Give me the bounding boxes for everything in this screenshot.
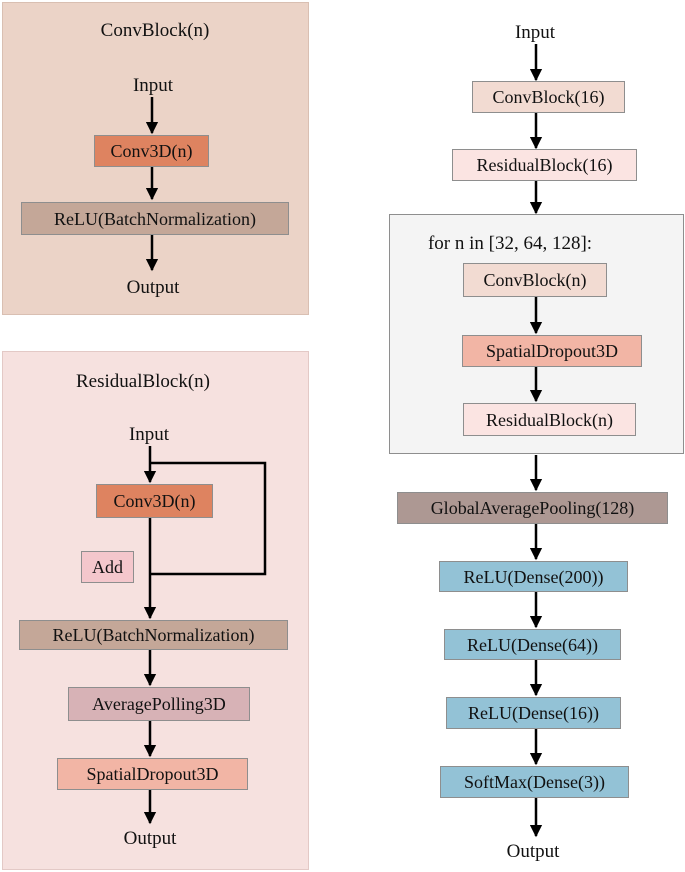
- residual-output-label: Output: [123, 828, 177, 849]
- main-input-label: Input: [514, 22, 556, 43]
- main-output-label: Output: [506, 841, 560, 862]
- loop-residual-node: ResidualBlock(n): [463, 403, 636, 436]
- convblock-relu-bn-node: ReLU(BatchNormalization): [21, 202, 289, 235]
- residual-conv3d-node: Conv3D(n): [96, 484, 213, 518]
- skip-connection-line: [150, 461, 267, 576]
- dense200-node: ReLU(Dense(200)): [439, 561, 628, 592]
- residualblock-panel-title: ResidualBlock(n): [75, 371, 211, 392]
- main-residual16-node: ResidualBlock(16): [452, 149, 637, 181]
- loop-label: for n in [32, 64, 128]:: [427, 233, 593, 254]
- residual-add-node: Add: [81, 551, 134, 583]
- loop-convblock-node: ConvBlock(n): [463, 263, 607, 297]
- residual-relu-bn-node: ReLU(BatchNormalization): [19, 620, 288, 650]
- global-avg-pooling-node: GlobalAveragePooling(128): [397, 492, 668, 524]
- residual-dropout-node: SpatialDropout3D: [57, 758, 248, 790]
- residual-input-label: Input: [128, 424, 170, 445]
- residual-avgpool-node: AveragePolling3D: [68, 687, 250, 721]
- softmax-node: SoftMax(Dense(3)): [440, 766, 629, 798]
- main-convblock16-node: ConvBlock(16): [472, 81, 625, 113]
- convblock-output-label: Output: [126, 277, 180, 298]
- dense64-node: ReLU(Dense(64)): [444, 629, 621, 660]
- convblock-input-label: Input: [132, 75, 174, 96]
- loop-dropout-node: SpatialDropout3D: [462, 335, 642, 367]
- dense16-node: ReLU(Dense(16)): [446, 697, 621, 729]
- convblock-conv3d-node: Conv3D(n): [94, 135, 209, 167]
- convblock-panel-title: ConvBlock(n): [100, 20, 210, 41]
